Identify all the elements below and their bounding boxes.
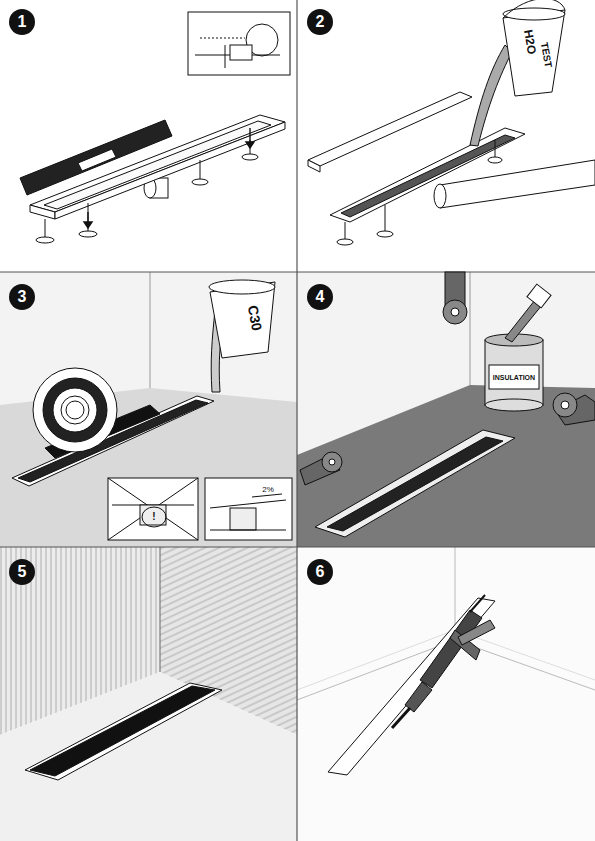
bucket-label: H2O	[522, 29, 538, 55]
callout-number: 3	[18, 289, 27, 305]
callout-number: 2	[316, 14, 325, 30]
can-label: INSULATION	[493, 374, 535, 381]
callout-number: 5	[18, 564, 27, 580]
warning-mark: !	[152, 512, 155, 522]
slope-dimension: 2%	[262, 486, 274, 494]
callout-number: 1	[18, 14, 27, 30]
callout-number: 4	[316, 289, 325, 305]
bucket-label: C30	[246, 304, 264, 332]
callout-number: 6	[316, 564, 325, 580]
